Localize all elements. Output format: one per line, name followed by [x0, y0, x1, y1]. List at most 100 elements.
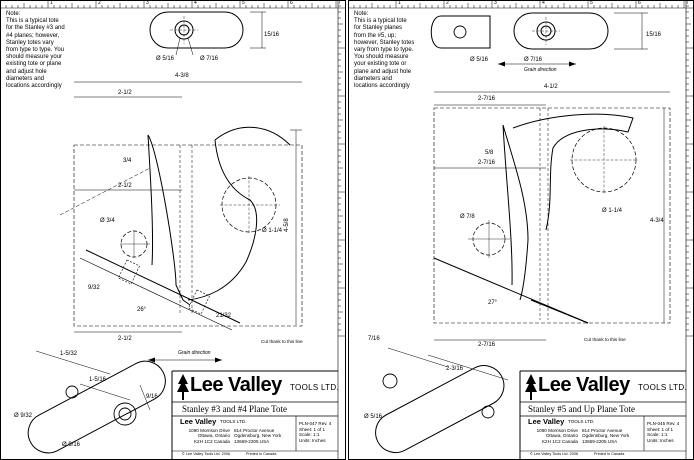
right-mini-logo: Lee Valley — [528, 417, 565, 426]
right-cut-line-label: Cut thank to this line — [584, 337, 626, 342]
left-dim-angle: 26° — [137, 307, 147, 313]
left-note-line: existing tote or plane — [6, 61, 62, 68]
right-dim-top-d1: Ø 5/16 — [470, 57, 489, 63]
right-dim-hole-a: Ø 7/8 — [460, 214, 475, 220]
left-mini-logo: Lee Valley — [180, 417, 217, 426]
ruler-number: 4 — [194, 0, 197, 6]
left-dim-932: 9/32 — [88, 285, 100, 291]
left-note-line: This is a typical tote — [6, 18, 59, 25]
right-logo-text: Lee Valley — [538, 374, 630, 396]
right-logo-tools: TOOLS LTD. — [638, 383, 687, 392]
left-note-line: should measure your — [6, 54, 63, 61]
right-grain-top-label: Grain direction — [524, 67, 557, 73]
right-printed: Printed in Canada — [594, 452, 625, 456]
right-note-line: You should measure — [354, 54, 409, 61]
left-note-line: Note: — [6, 11, 21, 17]
ruler-number: 2 — [98, 0, 101, 6]
left-dim-top-d1: Ø 5/16 — [156, 56, 175, 62]
right-note-line: This is a typical tote — [354, 18, 407, 25]
right-note-line: locations accordingly — [354, 83, 410, 90]
right-dim-58: 5/8 — [485, 150, 494, 156]
right-note-line: plane and adjust hole — [354, 68, 412, 75]
right-address-canada: 1090 Morrison Drive Ottawa, Ontario K2H … — [536, 428, 578, 444]
left-dim-width-a: 2-1/2 — [118, 90, 132, 96]
right-dim-top-d2: Ø 7/16 — [524, 57, 543, 63]
left-dim-b-1532: 1-5/32 — [60, 351, 78, 357]
left-address-usa: 814 Proctor Avenue Ogdensburg, New York … — [234, 428, 282, 444]
left-drawing-svg — [0, 0, 346, 460]
left-dim-34: 3/4 — [123, 158, 132, 164]
right-address-usa: 814 Proctor Avenue Ogdensburg, New York … — [582, 428, 630, 444]
left-dim-2132: 21/32 — [216, 313, 232, 319]
left-note-line: locations accordingly — [6, 83, 62, 90]
right-dim-top-height: 15/16 — [646, 32, 662, 38]
right-note-line: from the #5, up; — [354, 32, 397, 39]
left-printed: Printed in Canada — [246, 452, 277, 456]
right-dim-b-716: 7/16 — [368, 336, 380, 342]
left-grain-label: Grain direction — [178, 350, 211, 356]
right-dim-width-a: 2-7/16 — [478, 96, 496, 102]
left-dim-top-height: 15/16 — [264, 32, 280, 38]
right-note-line: Note: — [354, 11, 369, 17]
left-note-line: Stanley totes vary — [6, 39, 54, 46]
left-address-canada: 1090 Morrison Drive Ottawa, Ontario K2H … — [188, 428, 230, 444]
right-dim-hole-b: Ø 1-1/4 — [602, 208, 623, 214]
right-note-line: your existing tote or — [354, 61, 407, 68]
ruler-number: 6 — [290, 0, 293, 6]
left-drawing-title: Stanley #3 and #4 Plane Tote — [182, 404, 287, 414]
right-drawing-title: Stanley #5 and Up Plane Tote — [528, 404, 635, 414]
ruler-number: 1 — [398, 0, 401, 6]
right-dim-b-hole: Ø 5/16 — [364, 414, 383, 420]
left-dim-height: 4-5/8 — [284, 218, 290, 232]
ruler-number: 7 — [338, 0, 341, 6]
left-note-line: diameters and — [6, 75, 45, 82]
right-note-line: for Stanley planes — [354, 25, 403, 32]
right-dim-height: 4-3/4 — [650, 218, 664, 224]
right-dim-width-total: 4-1/2 — [544, 84, 558, 90]
left-dim-width-total: 4-3/8 — [175, 73, 189, 79]
ruler-number: 5 — [590, 0, 593, 6]
ruler-number: 1 — [50, 0, 53, 6]
left-dim-b-916: 9/16 — [146, 394, 158, 400]
left-dim-hole-a: Ø 3/4 — [100, 218, 115, 224]
right-mini-tools: TOOLS LTD. — [568, 419, 595, 424]
right-tree-logo-icon — [525, 374, 537, 400]
left-note-line: #4 planes; however, — [6, 32, 60, 39]
right-drawing-svg — [348, 0, 694, 460]
right-note-line: diameters and — [354, 75, 393, 82]
ruler-number: 3 — [146, 0, 149, 6]
ruler-number: 2 — [446, 0, 449, 6]
left-dim-top-d2: Ø 7/16 — [200, 56, 219, 62]
left-logo-text: Lee Valley — [190, 374, 282, 396]
right-note-line: however, Stanley totes — [354, 39, 415, 46]
left-mini-tools: TOOLS LTD. — [220, 419, 247, 424]
ruler-number: 6 — [638, 0, 641, 6]
left-sheet-info: PLN-047 Rev. 4 Sheet: 1 of 1 Scale: 1:1 … — [299, 421, 332, 443]
ruler-number: 3 — [494, 0, 497, 6]
right-dim-width-b: 2-7/16 — [478, 160, 496, 166]
right-sheet-info: PLN-045 Rev. 4 Sheet: 1 of 1 Scale: 1:1 … — [647, 421, 680, 443]
left-dim-b-hole-a: Ø 9/32 — [14, 413, 33, 419]
left-note-line: from type to type. You — [6, 47, 65, 54]
left-note-line: and adjust hole — [6, 68, 47, 75]
ruler-number: 7 — [686, 0, 689, 6]
left-tree-logo-icon — [177, 374, 189, 400]
left-dim-hole-b: Ø 1-1/4 — [262, 228, 283, 234]
ruler-number: 5 — [242, 0, 245, 6]
right-dim-b-2316: 2-3/16 — [446, 366, 464, 372]
left-dim-width-b: 2-1/2 — [118, 183, 132, 189]
left-logo-tools: TOOLS LTD. — [290, 383, 339, 392]
right-dim-angle: 27° — [488, 300, 498, 306]
left-dim-width-bottom: 2-1/2 — [118, 336, 132, 342]
left-note-line: for the Stanley #3 and — [6, 25, 65, 32]
left-dim-b-1516: 1-5/16 — [89, 377, 107, 383]
left-cut-line-label: Cut thank to this line — [261, 339, 303, 344]
right-note-line: vary from type to type. — [354, 47, 414, 54]
left-dim-b-hole-b: Ø 9/16 — [62, 442, 81, 448]
left-copyright: © Lee Valley Tools Ltd. 2006 — [182, 452, 231, 456]
ruler-number: 4 — [542, 0, 545, 6]
right-dim-width-bottom: 2-7/16 — [478, 342, 496, 348]
